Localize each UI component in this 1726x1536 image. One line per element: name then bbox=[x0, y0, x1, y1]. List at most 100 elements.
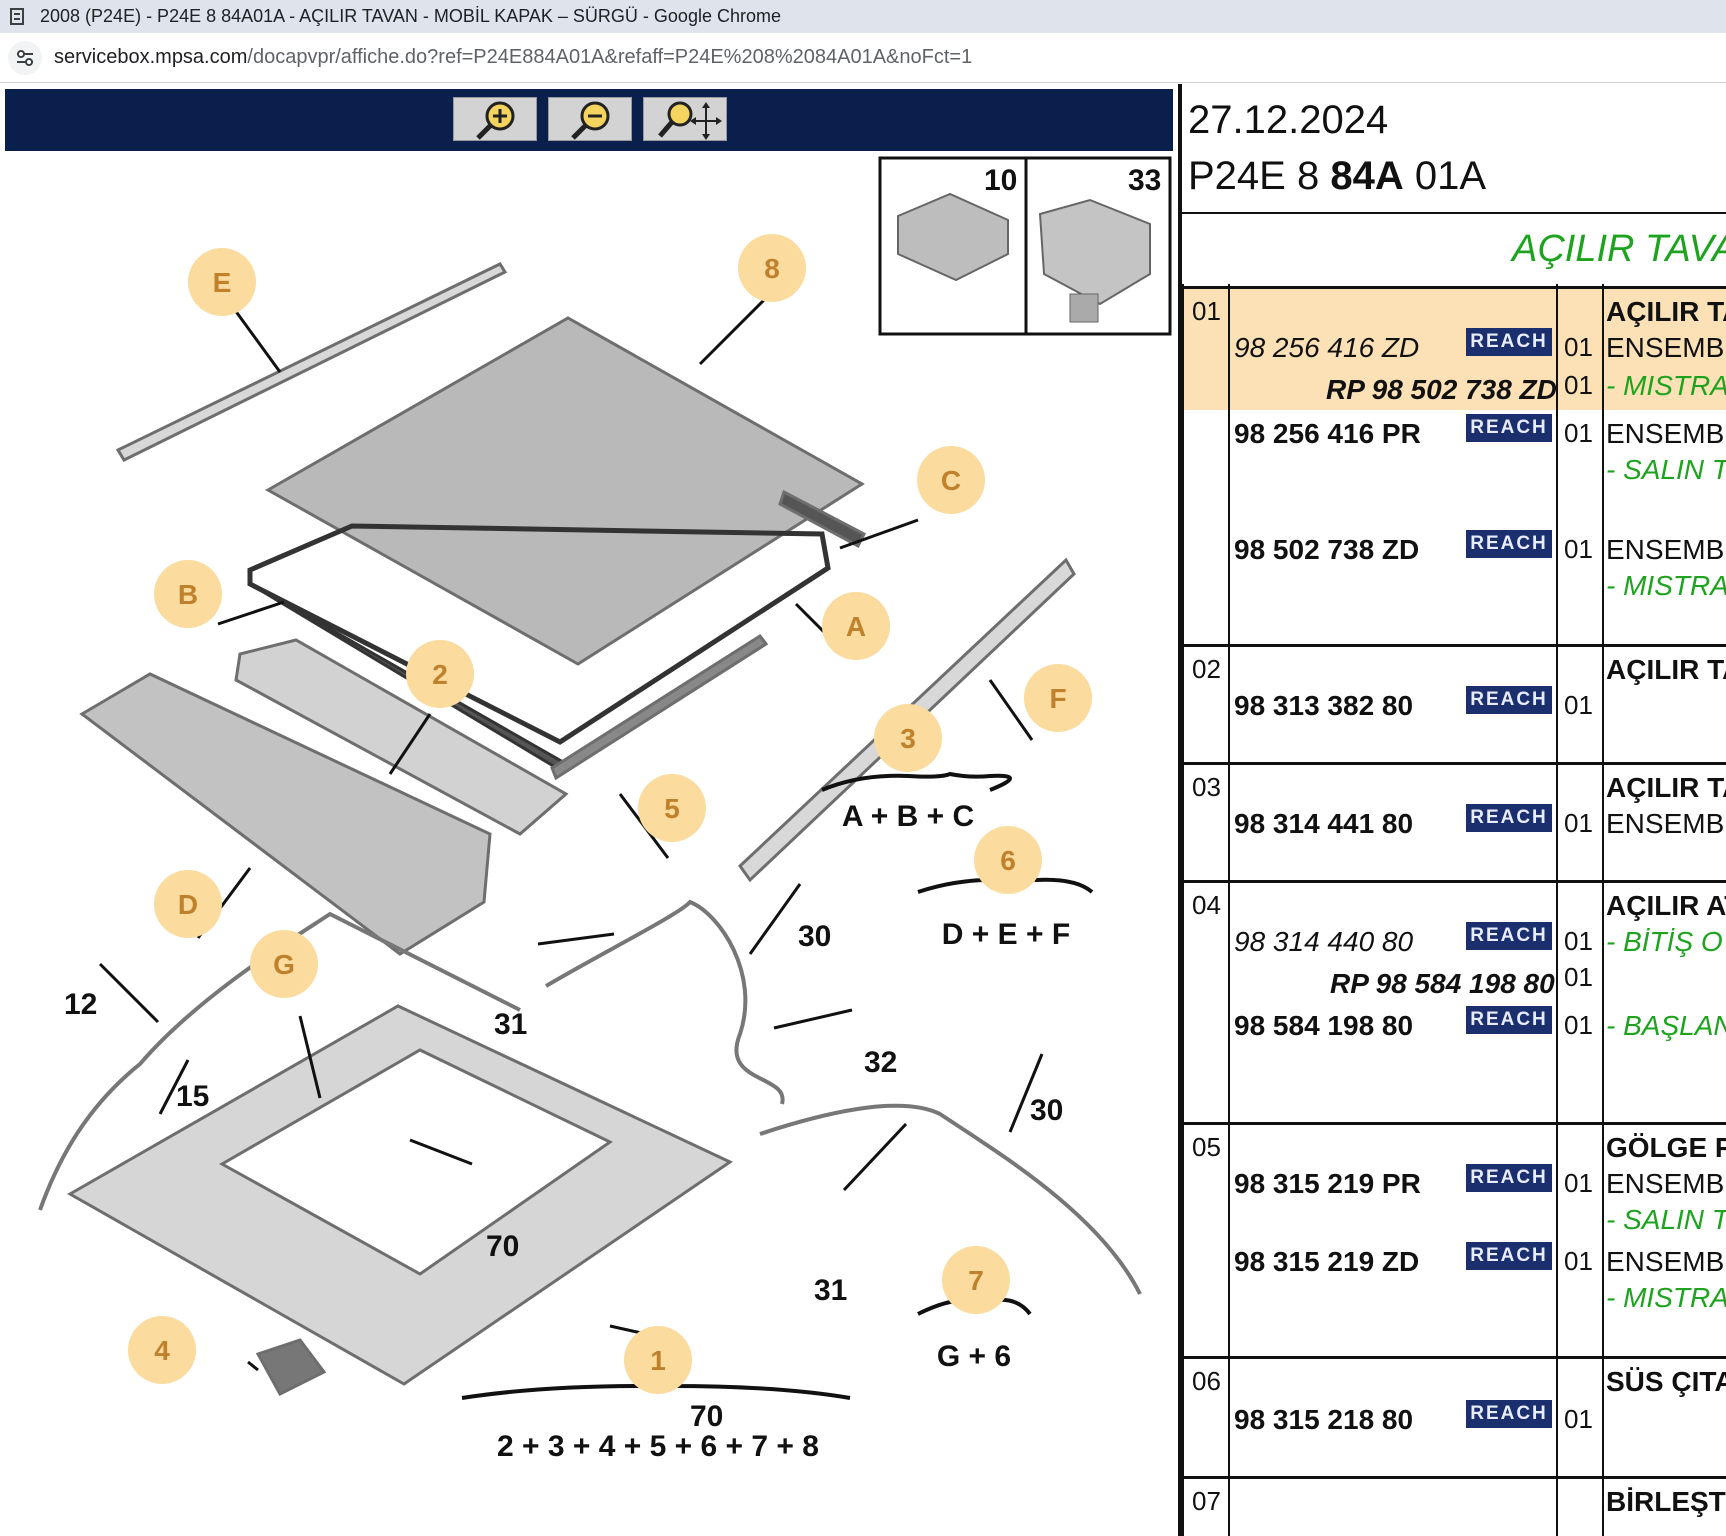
table-row[interactable] bbox=[1182, 1122, 1726, 1352]
part-variant: - SALIN T bbox=[1606, 454, 1726, 485]
table-row[interactable] bbox=[1182, 644, 1726, 752]
part-reference[interactable]: 98 256 416 ZD bbox=[1234, 332, 1420, 363]
part-variant: - MISTRA bbox=[1606, 1282, 1726, 1313]
reach-badge[interactable]: REACH bbox=[1466, 530, 1552, 558]
row-number: 03 bbox=[1192, 772, 1221, 802]
quantity: 01 bbox=[1564, 1246, 1593, 1276]
url-path: /docapvpr/affiche.do?ref=P24E884A01A&ref… bbox=[247, 46, 973, 68]
row-number: 04 bbox=[1192, 890, 1221, 920]
table-row[interactable] bbox=[1182, 880, 1726, 1000]
formula-7: G + 6 bbox=[937, 1340, 1011, 1373]
callout-circles bbox=[128, 234, 1092, 1394]
callout-label: 5 bbox=[664, 793, 680, 824]
formula-6: D + E + F bbox=[942, 918, 1070, 951]
replacement-reference[interactable]: RP 98 584 198 80 bbox=[1330, 968, 1555, 999]
callout-label: 1 bbox=[650, 1345, 666, 1376]
sunshade bbox=[79, 672, 492, 956]
callout-label: B bbox=[178, 579, 198, 610]
column-rule bbox=[1602, 284, 1604, 1536]
window-titlebar: 2008 (P24E) - P24E 8 84A01A - AÇILIR TAV… bbox=[0, 0, 1726, 33]
part-reference[interactable]: 98 315 218 80 bbox=[1234, 1404, 1414, 1435]
formula-1: 2 + 3 + 4 + 5 + 6 + 7 + 8 bbox=[497, 1430, 819, 1463]
reach-badge[interactable]: REACH bbox=[1466, 1242, 1552, 1270]
row-title: GÖLGE P bbox=[1606, 1132, 1726, 1163]
row-title: AÇILIR TA bbox=[1606, 654, 1726, 685]
table-row[interactable] bbox=[1182, 762, 1726, 880]
callout-label: G bbox=[273, 949, 295, 980]
callout-label: F bbox=[1049, 683, 1066, 714]
part-reference[interactable]: 98 315 219 PR bbox=[1234, 1168, 1421, 1199]
parts-exploded-diagram: 10 33 bbox=[38, 156, 1172, 1463]
reach-badge[interactable]: REACH bbox=[1466, 1164, 1552, 1192]
pane-divider[interactable] bbox=[1178, 84, 1182, 1536]
reach-badge[interactable]: REACH bbox=[1466, 414, 1552, 442]
row-number: 02 bbox=[1192, 654, 1221, 684]
part-reference[interactable]: 98 584 198 80 bbox=[1234, 1010, 1414, 1041]
reach-badge[interactable]: REACH bbox=[1466, 328, 1552, 356]
part-number: 70 bbox=[690, 1400, 723, 1433]
quantity: 01 bbox=[1564, 332, 1593, 362]
ref-suffix: 01A bbox=[1403, 154, 1487, 198]
quantity: 01 bbox=[1564, 808, 1593, 838]
column-rule bbox=[1182, 284, 1184, 1536]
callout-label: 4 bbox=[154, 1335, 170, 1366]
window-title: 2008 (P24E) - P24E 8 84A01A - AÇILIR TAV… bbox=[40, 6, 781, 26]
part-number: 10 bbox=[984, 164, 1017, 197]
part-number: 32 bbox=[864, 1046, 897, 1079]
reach-badge[interactable]: REACH bbox=[1466, 686, 1552, 714]
part-reference[interactable]: 98 502 738 ZD bbox=[1234, 534, 1420, 565]
table-row[interactable] bbox=[1182, 286, 1726, 410]
callout-label: C bbox=[941, 465, 961, 496]
site-info-icon[interactable] bbox=[8, 40, 42, 75]
part-variant: - MISTRA bbox=[1606, 370, 1726, 401]
ref-bold: 84A bbox=[1330, 154, 1404, 198]
reach-badge[interactable]: REACH bbox=[1466, 804, 1552, 832]
part-reference[interactable]: 98 314 440 80 bbox=[1234, 926, 1414, 957]
part-number: 12 bbox=[64, 988, 97, 1021]
row-number: 05 bbox=[1192, 1132, 1221, 1162]
diagram-pane: 10 33 bbox=[0, 84, 1178, 1536]
zoom-in-button[interactable] bbox=[453, 97, 537, 141]
row-title: AÇILIR TA bbox=[1606, 772, 1726, 803]
sunroof-parts bbox=[66, 262, 1076, 1396]
quantity: 01 bbox=[1564, 690, 1593, 720]
row-number: 01 bbox=[1192, 296, 1221, 326]
replacement-reference[interactable]: RP 98 502 738 ZD bbox=[1326, 374, 1557, 405]
section-divider bbox=[1182, 212, 1726, 214]
table-row[interactable] bbox=[1182, 1356, 1726, 1476]
row-number: 07 bbox=[1192, 1486, 1221, 1516]
part-reference[interactable]: 98 313 382 80 bbox=[1234, 690, 1414, 721]
part-number: 31 bbox=[494, 1008, 527, 1041]
quantity: 01 bbox=[1564, 1168, 1593, 1198]
part-description: ENSEMBL bbox=[1606, 1168, 1726, 1199]
zoom-out-button[interactable] bbox=[548, 97, 632, 141]
row-title: AÇILIR AT bbox=[1606, 890, 1726, 921]
part-reference[interactable]: 98 314 441 80 bbox=[1234, 808, 1414, 839]
callout-label: 6 bbox=[1000, 845, 1016, 876]
callout-label: D bbox=[178, 889, 198, 920]
part-variant: - BİTİŞ O bbox=[1606, 926, 1723, 957]
row-title: AÇILIR TA bbox=[1606, 296, 1726, 327]
rail-c bbox=[778, 489, 866, 549]
part-number: 70 bbox=[486, 1230, 519, 1263]
part-reference[interactable]: 98 315 219 ZD bbox=[1234, 1246, 1420, 1277]
part-number: 15 bbox=[176, 1080, 209, 1113]
reach-badge[interactable]: REACH bbox=[1466, 1006, 1552, 1034]
part-reference[interactable]: 98 256 416 PR bbox=[1234, 418, 1421, 449]
front-bar bbox=[234, 638, 569, 836]
frame-opening bbox=[218, 1048, 613, 1276]
part-number: 30 bbox=[798, 920, 831, 953]
reach-badge[interactable]: REACH bbox=[1466, 1400, 1552, 1428]
diagram-toolbar bbox=[5, 89, 1173, 151]
rail-e bbox=[115, 262, 508, 462]
reach-badge[interactable]: REACH bbox=[1466, 922, 1552, 950]
callout-label: E bbox=[213, 267, 232, 298]
address-bar[interactable]: servicebox.mpsa.com/docapvpr/affiche.do?… bbox=[0, 33, 1726, 83]
table-row[interactable] bbox=[1182, 1476, 1726, 1536]
glass-panel bbox=[264, 316, 865, 666]
callout-label: 3 bbox=[900, 723, 916, 754]
inset-boxes bbox=[878, 156, 1172, 336]
column-rule bbox=[1556, 284, 1558, 1536]
document-date: 27.12.2024 bbox=[1188, 98, 1389, 142]
zoom-pan-button[interactable] bbox=[643, 97, 727, 141]
